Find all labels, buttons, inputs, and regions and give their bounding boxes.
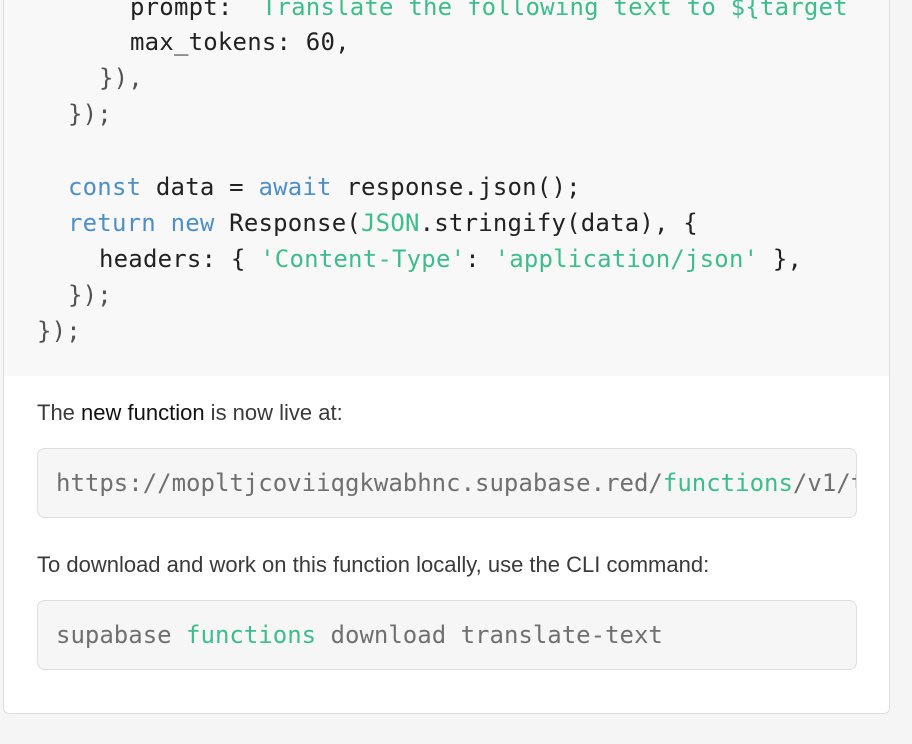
code-token: :: [465, 245, 495, 273]
code-line-8: headers: { 'Content-Type': 'application/…: [99, 243, 802, 275]
code-token: const: [68, 173, 142, 201]
code-token: max_tokens: 60,: [130, 28, 350, 56]
live-url-label-emphasis: new function: [81, 400, 205, 425]
code-token: prompt:: [130, 0, 248, 21]
code-line-9: });: [68, 279, 112, 311]
code-token: data =: [141, 173, 259, 201]
function-info-section: The new function is now live at: https:/…: [4, 376, 889, 713]
code-token: });: [68, 281, 112, 309]
cli-command-accent: functions: [186, 621, 317, 649]
function-url-accent: functions: [662, 469, 793, 497]
function-url-rest: /v1/translate-text: [792, 469, 856, 497]
code-line-7: return new Response(JSON.stringify(data)…: [68, 207, 698, 239]
cli-command-rest: download translate-text: [330, 621, 663, 649]
code-token: Response(: [214, 209, 362, 237]
code-token: JSON: [361, 209, 420, 237]
code-token: return: [68, 209, 156, 237]
code-token: await: [258, 173, 332, 201]
function-url-base: https://mopltjcoviiqgkwabhnc.supabase.re…: [56, 469, 663, 497]
code-line-1: prompt: `Translate the following text to…: [130, 0, 848, 23]
code-line-2: max_tokens: 60,: [130, 26, 350, 58]
live-url-label-prefix: The: [37, 400, 82, 425]
code-token: headers: {: [99, 245, 261, 273]
live-url-label: The new function is now live at:: [37, 400, 343, 426]
function-created-card: prompt: `Translate the following text to…: [3, 0, 890, 714]
code-token: },: [758, 245, 803, 273]
cli-command-box[interactable]: supabase functions download translate-te…: [37, 600, 857, 670]
code-token: response.json();: [331, 173, 581, 201]
code-viewer: prompt: `Translate the following text to…: [4, 0, 889, 377]
code-token: [156, 209, 171, 237]
code-line-4: });: [68, 98, 112, 130]
code-token: });: [37, 317, 81, 345]
cli-command[interactable]: supabase functions download translate-te…: [56, 619, 663, 651]
code-line-3: }),: [99, 62, 143, 94]
code-token: }),: [99, 64, 143, 92]
live-url-label-suffix: is now live at:: [204, 400, 343, 425]
code-token: new: [170, 209, 215, 237]
code-token: .stringify(data), {: [419, 209, 698, 237]
download-cli-label: To download and work on this function lo…: [37, 552, 710, 577]
function-url-box[interactable]: https://mopltjcoviiqgkwabhnc.supabase.re…: [37, 448, 857, 518]
code-token: 'application/json': [494, 245, 759, 273]
function-url[interactable]: https://mopltjcoviiqgkwabhnc.supabase.re…: [56, 467, 856, 499]
code-line-10: });: [37, 315, 81, 347]
cli-command-bin: supabase: [56, 621, 172, 649]
code-line-6: const data = await response.json();: [68, 171, 581, 203]
code-token: });: [68, 100, 112, 128]
code-token: 'Content-Type': [260, 245, 466, 273]
code-token: `Translate the following text to ${targe…: [247, 0, 848, 21]
